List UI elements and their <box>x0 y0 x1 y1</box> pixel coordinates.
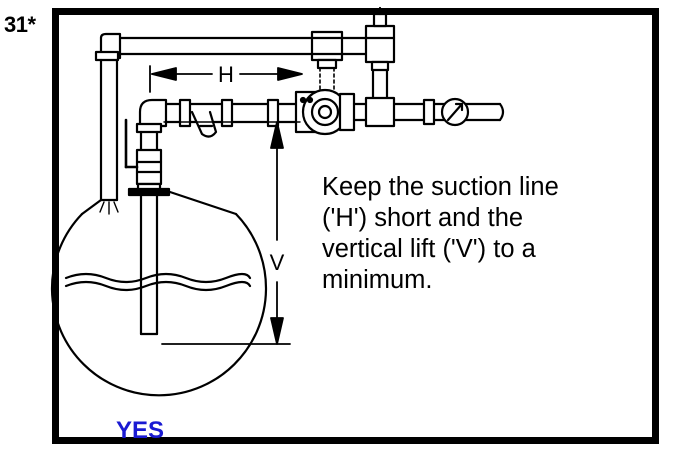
discharge-pipe <box>352 96 505 128</box>
diagram-frame <box>52 8 659 444</box>
h-label: H <box>218 62 234 87</box>
suction-elbow <box>135 98 168 152</box>
return-pipe <box>94 30 387 202</box>
v-dimension <box>161 121 301 345</box>
storage-tank <box>50 190 268 397</box>
return-nozzle <box>99 201 119 215</box>
tank-flange <box>127 187 171 197</box>
caption-line-1: Keep the suction line <box>322 173 559 201</box>
caption-line-3: vertical lift ('V') to a <box>322 235 536 263</box>
pump <box>294 88 356 136</box>
ball-valve <box>124 118 163 192</box>
verdict-label: YES <box>116 417 165 444</box>
check-valve <box>440 97 470 127</box>
figure-number: 31* <box>4 12 36 37</box>
caption-line-2: ('H') short and the <box>322 204 524 232</box>
h-dimension <box>149 65 303 93</box>
caption-line-4: minimum. <box>322 266 433 294</box>
v-label: V <box>270 250 285 275</box>
relief-valve <box>364 6 396 108</box>
dip-tube <box>139 193 159 336</box>
caption-text: Keep the suction line ('H') short and th… <box>322 172 642 296</box>
